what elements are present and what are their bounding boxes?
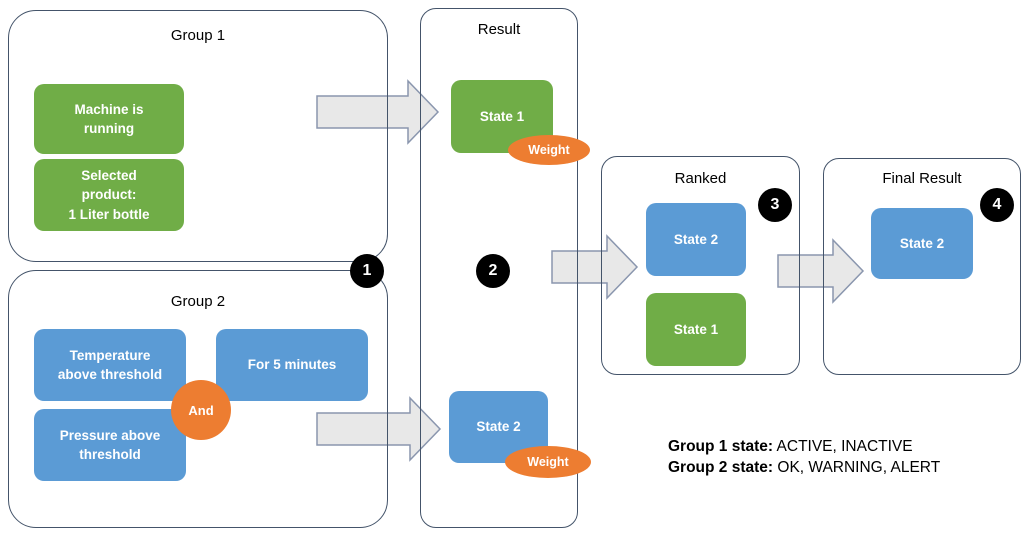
final-result-title: Final Result (882, 170, 962, 187)
ranked-title: Ranked (674, 170, 727, 187)
group1-title: Group 1 (170, 27, 226, 44)
condition-machine-running: Machine is running (34, 84, 184, 154)
legend-group2-values: OK, WARNING, ALERT (777, 459, 941, 476)
ranked-state-1: State 1 (646, 293, 746, 366)
ranked-container: Ranked State 2 State 1 (601, 156, 800, 375)
arrow-group2-to-result-icon (316, 396, 442, 462)
condition-pressure: Pressure above threshold (34, 409, 186, 481)
state-legend: Group 1 state: ACTIVE, INACTIVE Group 2 … (668, 436, 940, 478)
legend-group1-label: Group 1 state: (668, 438, 774, 455)
arrow-result-to-ranked-icon (551, 234, 639, 300)
step-badge-4: 4 (980, 188, 1014, 222)
condition-selected-product: Selected product: 1 Liter bottle (34, 159, 184, 231)
weight-badge-state2: Weight (505, 446, 591, 478)
legend-group1-values: ACTIVE, INACTIVE (776, 438, 913, 455)
group2-container: Group 2 Temperature above threshold For … (8, 270, 388, 528)
weight-badge-state1: Weight (508, 135, 590, 165)
step-badge-2: 2 (476, 254, 510, 288)
final-result-container: Final Result State 2 (823, 158, 1021, 375)
step-badge-1: 1 (350, 254, 384, 288)
legend-group2-label: Group 2 state: (668, 459, 774, 476)
condition-for-5-minutes: For 5 minutes (216, 329, 368, 401)
legend-line-group1: Group 1 state: ACTIVE, INACTIVE (668, 436, 940, 457)
and-operator-circle: And (171, 380, 231, 440)
result-container: Result State 1 Weight State 2 Weight (420, 8, 591, 528)
legend-line-group2: Group 2 state: OK, WARNING, ALERT (668, 457, 940, 478)
condition-temperature: Temperature above threshold (34, 329, 186, 401)
group1-container: Group 1 Machine is running Selected prod… (8, 10, 388, 262)
final-state-2: State 2 (871, 208, 973, 279)
step-badge-3: 3 (758, 188, 792, 222)
group2-title: Group 2 (170, 293, 226, 310)
ranked-state-2: State 2 (646, 203, 746, 276)
arrow-group1-to-result-icon (316, 79, 440, 145)
result-title: Result (477, 21, 521, 38)
